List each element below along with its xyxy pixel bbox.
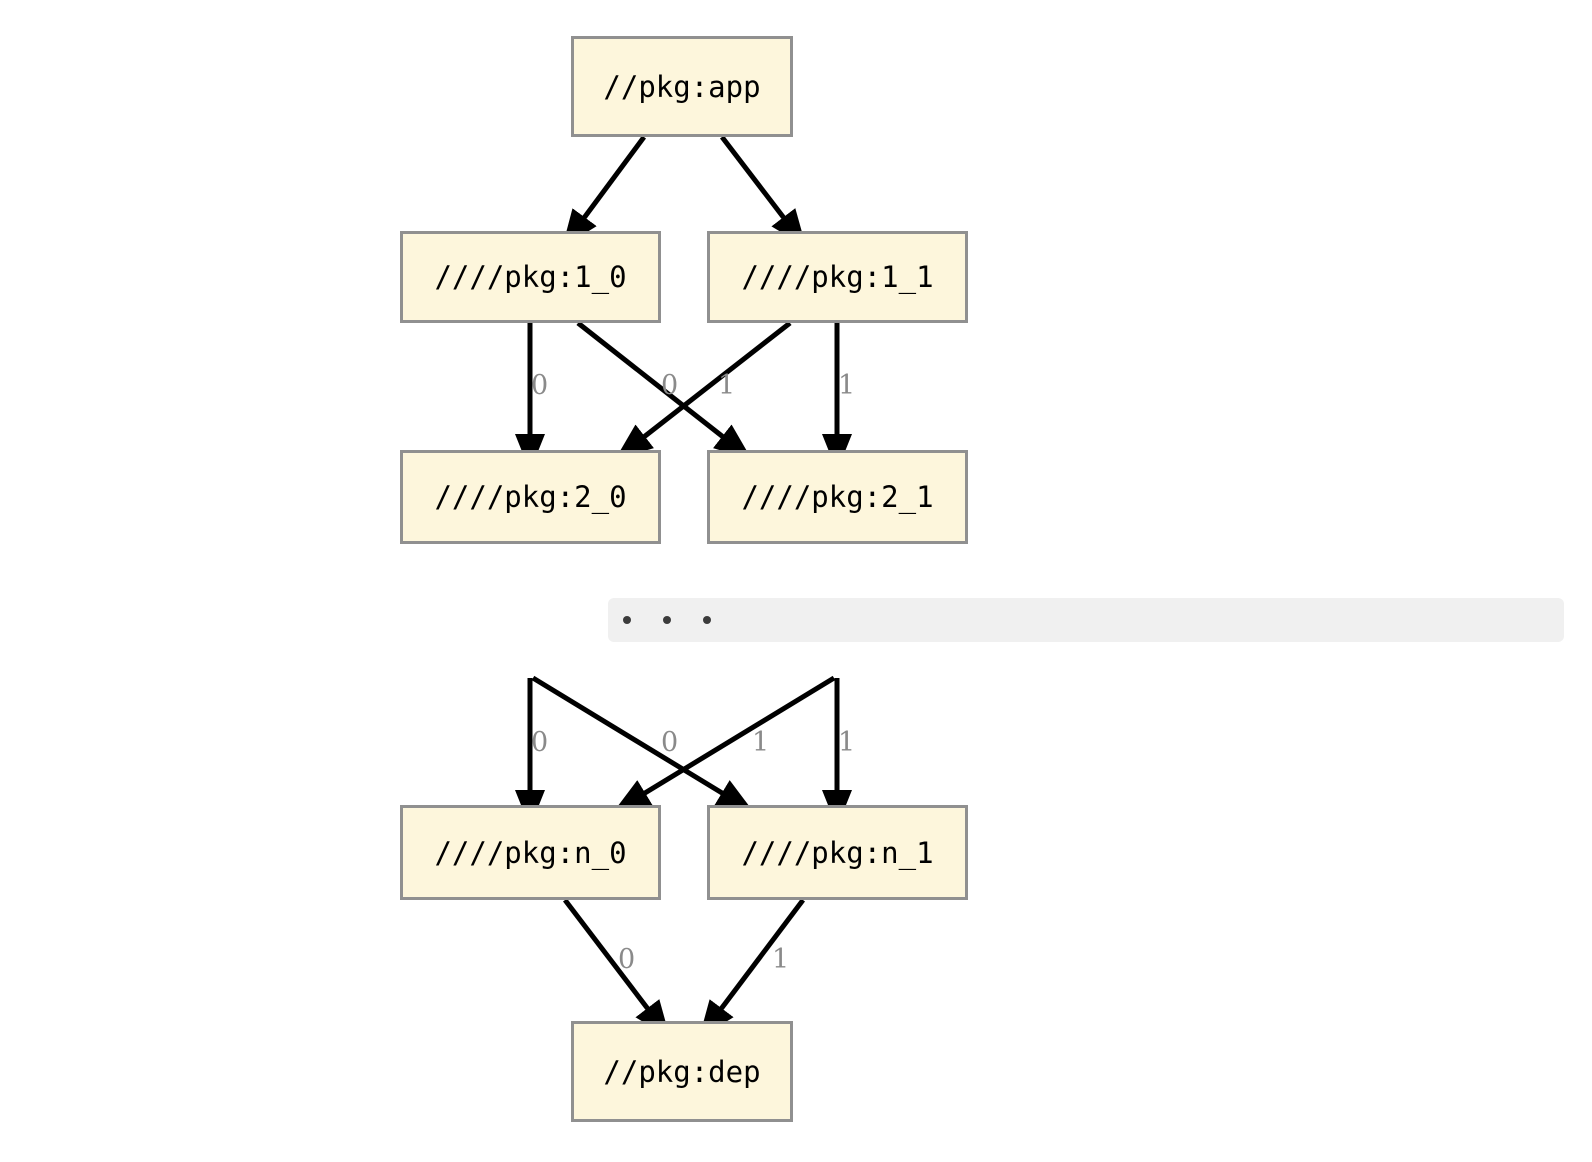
edge-label-hidden0-n_1: 0 bbox=[661, 727, 679, 758]
node-label: //pkg:app bbox=[603, 69, 761, 104]
edge-label-n_0-dep: 0 bbox=[618, 944, 636, 975]
edge-label-hidden1-n_0: 1 bbox=[752, 727, 770, 758]
edge-app-to-1_0 bbox=[562, 135, 647, 248]
edge-1_1-to-2_0 bbox=[615, 321, 792, 460]
node-label: ////pkg:1_0 bbox=[434, 260, 627, 294]
edge-label-1_1-2_1: 1 bbox=[838, 370, 856, 401]
node-pkg-2_0[interactable]: ////pkg:2_0 bbox=[400, 450, 661, 544]
edge-label-hidden1-n_1: 1 bbox=[838, 727, 856, 758]
ellipsis-dots-icon bbox=[623, 616, 711, 624]
edge-n_1-to-dep bbox=[699, 898, 805, 1039]
edge-1_0-to-2_1 bbox=[576, 321, 752, 460]
node-label: ////pkg:2_1 bbox=[741, 480, 934, 514]
edge-label-n_1-dep: 1 bbox=[772, 944, 790, 975]
node-pkg-2_1[interactable]: ////pkg:2_1 bbox=[707, 450, 968, 544]
node-pkg-dep[interactable]: //pkg:dep bbox=[571, 1021, 793, 1122]
ellipsis-band bbox=[608, 598, 1564, 642]
node-pkg-1_1[interactable]: ////pkg:1_1 bbox=[707, 231, 968, 323]
node-label: ////pkg:2_0 bbox=[434, 480, 627, 514]
node-pkg-n_0[interactable]: ////pkg:n_0 bbox=[400, 805, 661, 900]
node-label: ////pkg:1_1 bbox=[741, 260, 934, 294]
edge-label-1_1-2_0: 1 bbox=[718, 370, 736, 401]
node-pkg-n_1[interactable]: ////pkg:n_1 bbox=[707, 805, 968, 900]
node-pkg-1_0[interactable]: ////pkg:1_0 bbox=[400, 231, 661, 323]
edge-label-hidden0-n_0: 0 bbox=[531, 727, 549, 758]
node-pkg-app[interactable]: //pkg:app bbox=[571, 36, 793, 137]
edge-label-1_0-2_0: 0 bbox=[531, 370, 549, 401]
edge-hidden0-to-n_1 bbox=[531, 675, 754, 813]
node-label: ////pkg:n_1 bbox=[741, 835, 934, 870]
edge-n_0-to-dep bbox=[563, 898, 671, 1039]
edge-hidden1-to-n_0 bbox=[613, 675, 836, 813]
node-label: //pkg:dep bbox=[603, 1054, 761, 1089]
edge-app-to-1_1 bbox=[720, 135, 807, 248]
edge-label-1_0-2_1: 0 bbox=[661, 370, 679, 401]
node-label: ////pkg:n_0 bbox=[434, 835, 627, 870]
